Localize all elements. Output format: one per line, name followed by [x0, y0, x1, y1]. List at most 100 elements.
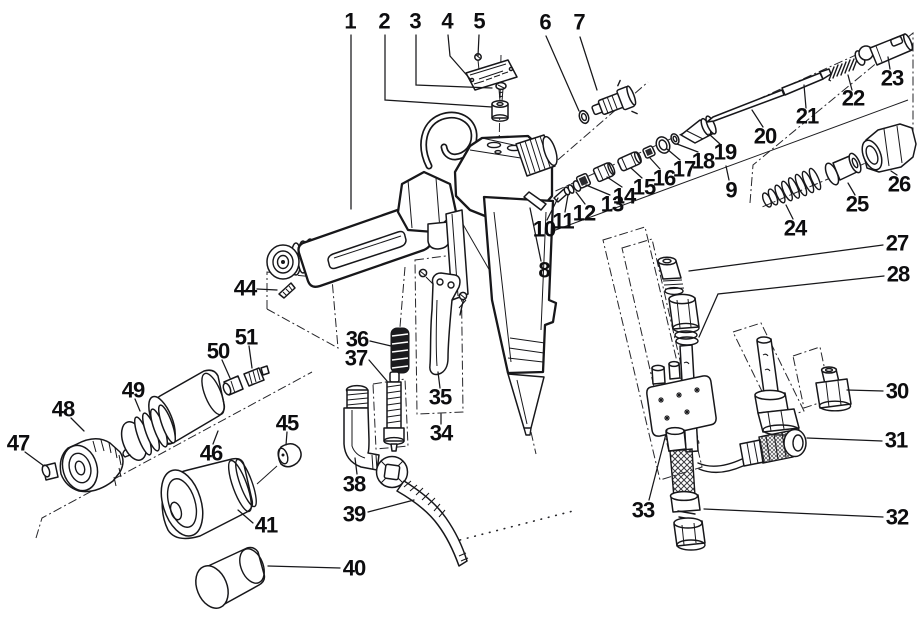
- callout-11-leader: [564, 194, 569, 213]
- callout-50-leader: [221, 359, 231, 379]
- part-27-plug: [657, 256, 685, 296]
- callout-20-label: 20: [754, 124, 777, 149]
- part-15-gland: [617, 151, 642, 172]
- callout-47-label: 47: [7, 431, 30, 456]
- callout-40-label: 40: [343, 556, 366, 581]
- callout-18-label: 18: [692, 149, 715, 174]
- callout-23-label: 23: [881, 66, 904, 91]
- stem-group: [383, 327, 410, 452]
- part-37-valve-stem: [383, 371, 405, 452]
- callout-17-leader: [666, 148, 681, 161]
- part-44-pin: [278, 282, 296, 299]
- callout-18-leader: [676, 143, 699, 153]
- callout-44-leader: [256, 288, 278, 291]
- part-39-hose: [396, 480, 469, 567]
- part-3-screw: [495, 81, 507, 102]
- callout-7-leader: [579, 36, 598, 91]
- callout-32-label: 32: [886, 505, 909, 530]
- callout-22-label: 22: [842, 86, 865, 111]
- callout-30-label: 30: [886, 379, 909, 404]
- part-23-adjusting-sleeve: [854, 33, 914, 66]
- callout-21-leader: [803, 84, 807, 109]
- callout-27-leader: [688, 244, 884, 272]
- part-41-cup-lid: [160, 457, 257, 540]
- callout-35-label: 35: [429, 385, 452, 410]
- callout-15-label: 15: [633, 175, 656, 200]
- callout-38-label: 38: [343, 472, 366, 497]
- part-48-knurled-cap: [59, 438, 124, 493]
- part-33-braided-tube: [665, 426, 696, 499]
- callout-24-label: 24: [784, 216, 808, 241]
- part-50-fitting: [222, 375, 244, 396]
- part-18-washer: [670, 133, 680, 145]
- callout-3-leader: [415, 34, 493, 89]
- callout-33-leader: [648, 429, 668, 501]
- callout-32-leader: [703, 508, 884, 518]
- head-air-fitting: [515, 134, 558, 177]
- callout-10-label: 10: [533, 217, 556, 242]
- part-17-oring: [655, 136, 671, 154]
- callout-20-leader: [751, 109, 764, 128]
- part-22-spring: [828, 55, 859, 82]
- callout-16-leader: [649, 157, 661, 170]
- callout-37-leader: [368, 359, 388, 382]
- trigger-group: [429, 272, 461, 376]
- callout-30-leader: [846, 389, 884, 392]
- callout-41-leader: [237, 509, 254, 524]
- callout-15-leader: [630, 167, 643, 179]
- part-6-oring: [578, 109, 590, 125]
- callout-48-label: 48: [52, 397, 75, 422]
- callout-25-label: 25: [846, 192, 869, 217]
- callout-6-label: 6: [539, 10, 551, 35]
- callout-45-label: 45: [276, 411, 299, 436]
- callout-12-label: 12: [573, 201, 596, 226]
- callout-36-leader: [369, 340, 392, 347]
- callout-48-leader: [70, 417, 85, 432]
- callout-31-label: 31: [885, 428, 908, 453]
- callout-24-leader: [785, 204, 794, 220]
- callout-21-label: 21: [796, 104, 819, 129]
- air-valve-parts: [578, 79, 638, 125]
- part-7-valve: [591, 79, 638, 116]
- callout-26-leader: [890, 170, 898, 176]
- callout-3-label: 3: [409, 9, 421, 34]
- callout-17-label: 17: [673, 157, 696, 182]
- part-38-elbow: [343, 384, 380, 471]
- callout-25-leader: [847, 182, 856, 196]
- part-20-21-needle: [706, 68, 832, 123]
- barrel-collar: [396, 170, 458, 234]
- callout-41-label: 41: [255, 513, 278, 538]
- part-40-cup-cap: [195, 546, 266, 609]
- callout-37-label: 37: [345, 346, 368, 371]
- part-47-nut: [41, 462, 59, 481]
- callout-14-leader: [606, 176, 623, 188]
- part-gun-body: [266, 111, 558, 436]
- callout-13-leader: [585, 184, 611, 196]
- callout-14-label: 14: [613, 184, 637, 209]
- part-13-nut: [575, 172, 592, 189]
- callout-1-label: 1: [344, 9, 356, 34]
- callout-51-leader: [248, 345, 253, 369]
- part-51-fitting: [243, 365, 270, 387]
- callout-49-leader: [134, 398, 141, 412]
- callout-36-label: 36: [346, 327, 369, 352]
- part-31-valve-spool: [697, 428, 807, 474]
- elbow-hose-group: [343, 384, 469, 567]
- callout-8-leader: [529, 207, 542, 262]
- callout-8-label: 8: [538, 258, 550, 283]
- barrel-extension: [266, 203, 433, 288]
- callout-10-leader: [546, 197, 559, 221]
- callout-19-leader: [708, 133, 721, 145]
- part-2-packing-nut: [491, 100, 509, 122]
- callout-46-leader: [212, 430, 219, 445]
- callout-47-leader: [24, 451, 45, 467]
- callout-7-label: 7: [573, 10, 585, 35]
- hose-swivel-nut: [375, 455, 409, 489]
- callout-33-label: 33: [632, 498, 655, 523]
- callout-4-leader: [447, 34, 472, 81]
- part-4-nameplate: [465, 59, 518, 91]
- callout-26-label: 26: [888, 172, 911, 197]
- callout-51-label: 51: [235, 325, 258, 350]
